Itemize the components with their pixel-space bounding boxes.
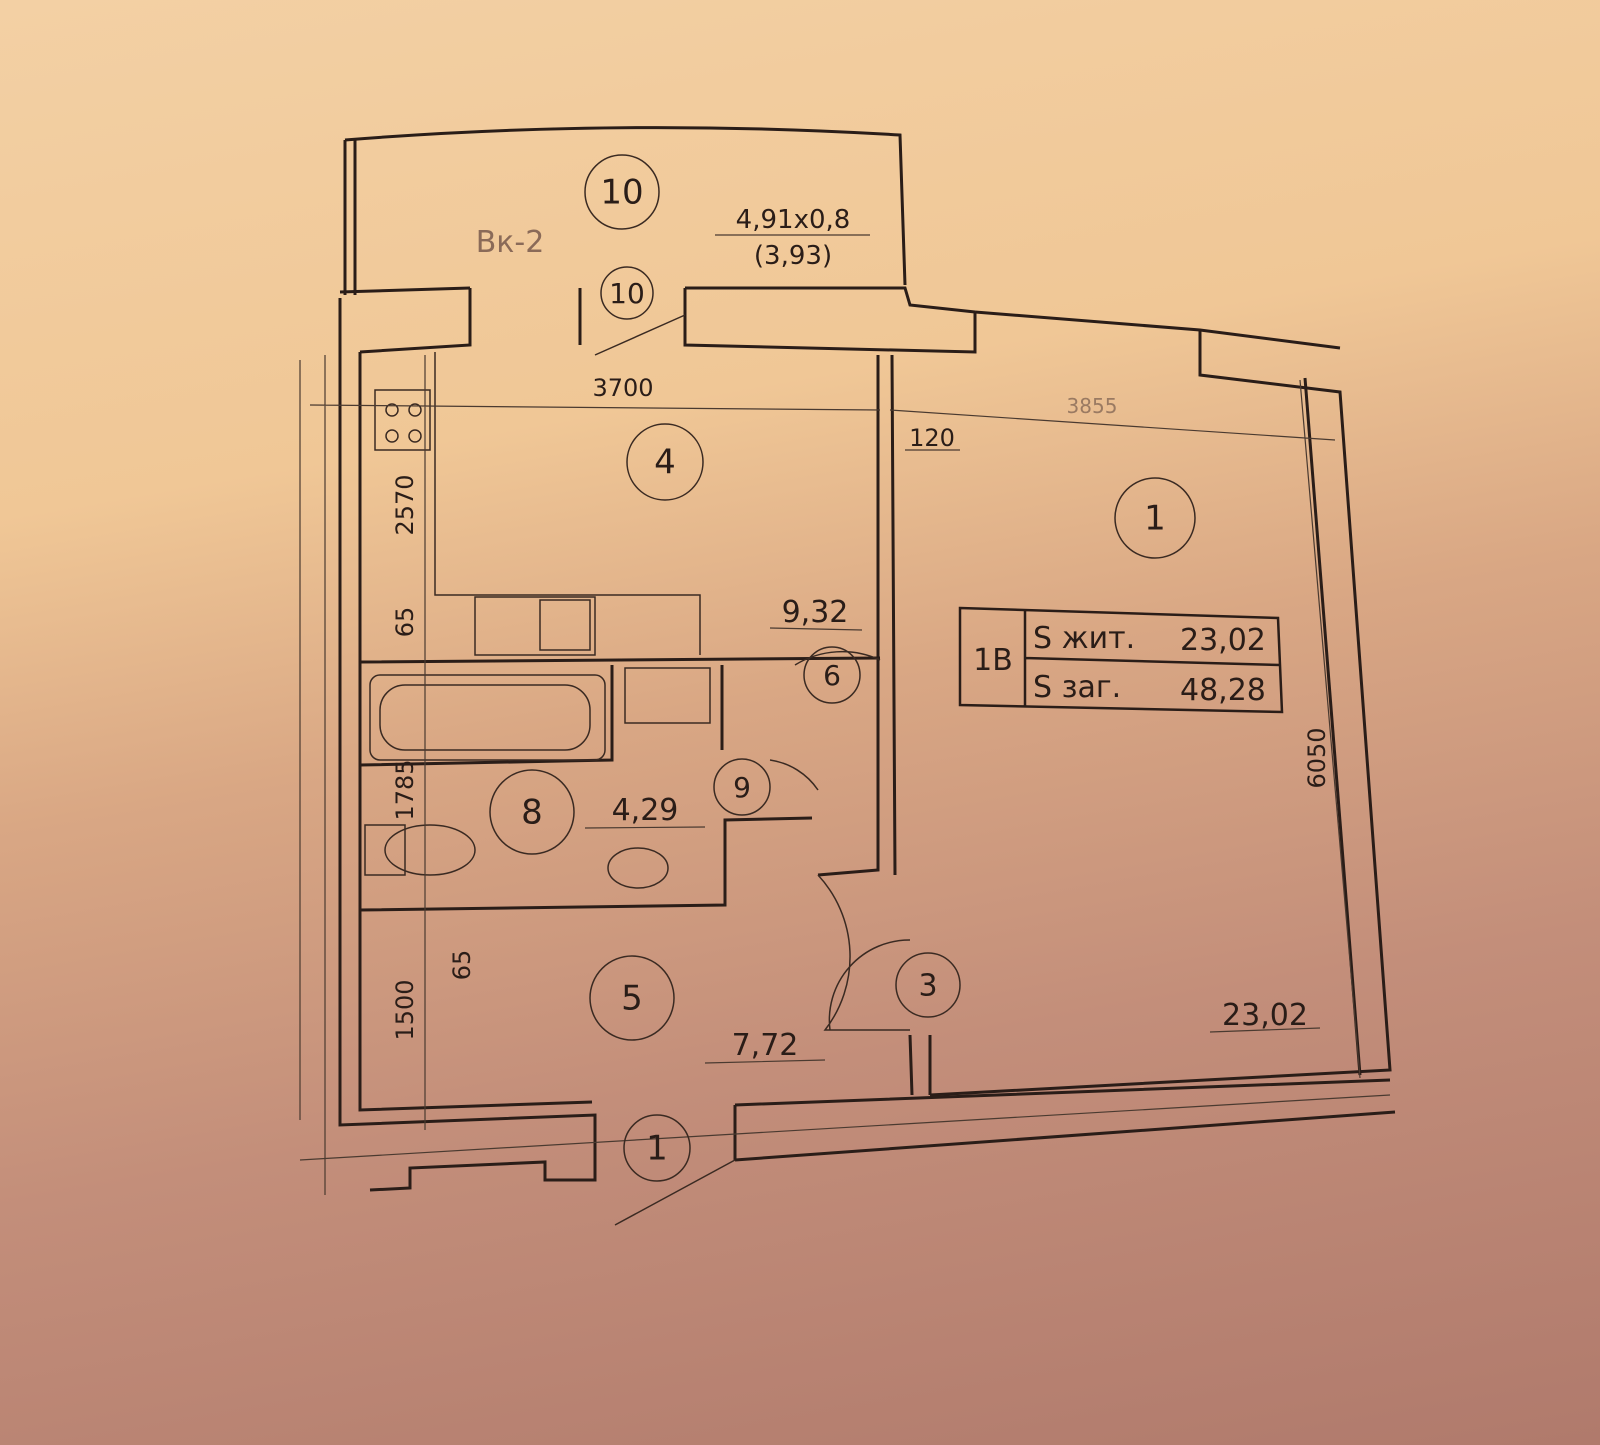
apartment-info-box: 1В S жит. 23,02 S заг. 48,28 xyxy=(958,606,1284,714)
room-number: 5 xyxy=(621,979,643,1019)
apartment-type: 1В xyxy=(973,643,1013,678)
area-hallway: 7,72 xyxy=(732,1028,799,1063)
room-number: 4 xyxy=(654,443,676,483)
room-number: 6 xyxy=(823,659,841,692)
balcony xyxy=(339,126,976,314)
area-bathroom: 4,29 xyxy=(612,793,679,828)
room-number: 8 xyxy=(521,793,543,833)
dim-partition-1: 65 xyxy=(391,607,419,638)
dim-partition-2: 65 xyxy=(448,950,476,981)
living-area-label: S жит. xyxy=(1033,621,1135,656)
room-number: 10 xyxy=(600,173,643,213)
dim-room-width: 3855 xyxy=(1067,394,1118,418)
dimension-lines xyxy=(299,234,1391,1195)
dim-room-depth: 6050 xyxy=(1303,727,1331,788)
living-area-value: 23,02 xyxy=(1180,623,1266,658)
dim-hall-depth: 1500 xyxy=(391,979,419,1040)
total-area-label: S заг. xyxy=(1033,670,1121,705)
walls xyxy=(338,288,1396,1226)
balcony-size: 4,91x0,8 xyxy=(736,205,851,235)
total-area-value: 48,28 xyxy=(1180,673,1266,708)
dim-kitchen-depth: 2570 xyxy=(391,474,419,535)
area-kitchen: 9,32 xyxy=(782,595,849,630)
room-number: 10 xyxy=(609,277,645,310)
fixtures xyxy=(364,389,911,1031)
dim-bath-depth: 1785 xyxy=(391,759,419,820)
balcony-area: (3,93) xyxy=(754,241,832,271)
area-room: 23,02 xyxy=(1222,998,1308,1033)
room-number: 1 xyxy=(1144,499,1166,539)
room-number: 9 xyxy=(733,771,751,804)
dim-kitchen-width: 3700 xyxy=(592,374,653,402)
room-markers xyxy=(489,154,1196,1182)
room-number: 1 xyxy=(646,1129,668,1169)
room-number: 3 xyxy=(918,969,937,1004)
balcony-code: Вк-2 xyxy=(476,225,545,260)
dim-wall: 120 xyxy=(909,424,955,452)
